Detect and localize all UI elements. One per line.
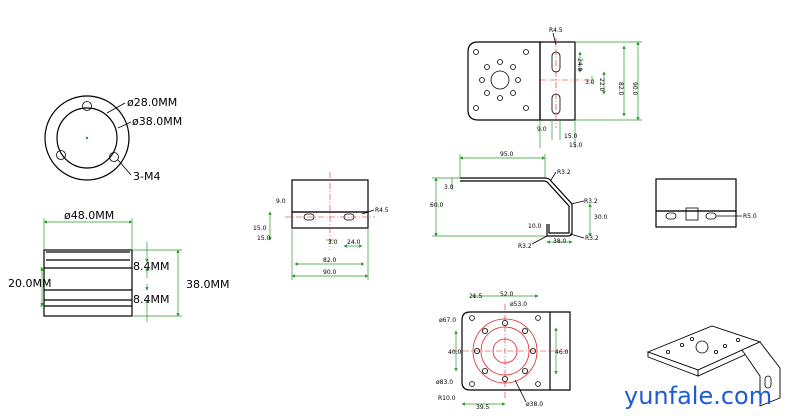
bracket-profile-view: 95.0 60.0 3.0 30.0 38.0 10.0 R3.2 R3.2 R…	[430, 151, 608, 250]
front-w-outer-label: 90.0	[323, 269, 337, 276]
bracket-isometric	[646, 325, 781, 407]
mount-hole-top	[82, 101, 92, 111]
coupling-inner-circle	[56, 107, 118, 169]
coupling-outer-circle	[44, 95, 130, 181]
bracket-end-view: R5.0	[655, 178, 757, 228]
plate-d3-label: ø83.0	[436, 379, 453, 386]
watermark-text: yunfale.com	[624, 382, 772, 410]
profile-r4-label: R3.2	[518, 243, 532, 250]
profile-flange-label: 30.0	[594, 214, 608, 221]
bracket-end-upper	[655, 178, 737, 212]
top-d-label: 82.0	[617, 82, 624, 96]
plate-outline	[461, 311, 571, 391]
plate-view: 52.0 21.5 ø53.0 ø67.0 40.0 46.0 ø83.0 R1…	[436, 291, 571, 411]
profile-bottom-label: 38.0	[553, 238, 567, 245]
bracket-top-plate	[467, 41, 541, 121]
groove-b-label: 8.4MM	[133, 293, 169, 306]
groove-a-label: 8.4MM	[133, 260, 169, 273]
mount-hole-right	[109, 152, 119, 162]
plate-w2-label: 21.5	[469, 293, 483, 300]
bracket-front-view: 90.0 82.0 24.0 3.0 9.0 15.0 15.0 R4.5	[253, 172, 389, 280]
front-slot-w-label: 24.0	[347, 239, 361, 246]
plate-d1-label: ø67.0	[439, 317, 456, 324]
top-radius-label: R4.5	[549, 27, 563, 34]
profile-thk-label: 3.0	[444, 184, 454, 191]
plate-x1-label: 39.5	[476, 404, 490, 411]
bracket-end-lower	[655, 210, 737, 228]
plate-w1-label: 52.0	[500, 291, 514, 298]
front-radius-label: R4.5	[375, 207, 389, 214]
coupling-side-view: ø48.0MM 38.0MM 8.4MM 8.4MM 20.0MM	[8, 209, 229, 322]
total-height-label: 38.0MM	[186, 278, 229, 291]
bracket-profile-outline	[460, 177, 573, 237]
front-w-inner-label: 82.0	[323, 257, 337, 264]
plate-h1-label: 40.0	[448, 349, 462, 356]
front-h3-label: 15.0	[257, 235, 271, 242]
mount-holes-label: 3-M4	[133, 170, 160, 183]
width-label: ø48.0MM	[64, 209, 114, 222]
top-a-label: 24.0	[576, 58, 583, 72]
coupling-body	[43, 249, 133, 317]
mount-hole-left	[56, 150, 66, 160]
profile-r1-label: R3.2	[557, 169, 571, 176]
profile-height-label: 60.0	[430, 202, 444, 209]
end-radius-label: R5.0	[743, 213, 757, 220]
profile-top-len-label: 95.0	[500, 151, 514, 158]
bracket-top-view: 90.0 82.0 24.0 22.0 3.0 9.0 15.0 15.0 R4…	[467, 27, 642, 149]
bracket-top-flange	[539, 41, 576, 121]
plate-d4-label: ø38.0	[526, 401, 543, 408]
top-b-label: 3.0	[585, 79, 595, 86]
profile-lip-label: 10.0	[528, 223, 542, 230]
plate-h2-label: 46.0	[555, 349, 569, 356]
front-h2-label: 15.0	[253, 225, 267, 232]
inner-diameter-label: ø28.0MM	[127, 96, 177, 109]
profile-r3-label: R3.2	[585, 235, 599, 242]
top-c-label: 22.0	[598, 78, 605, 92]
top-h-label: 15.0	[569, 142, 583, 149]
front-slot-gap-label: 3.0	[328, 239, 338, 246]
top-f-label: 9.0	[537, 126, 547, 133]
plate-d2-label: ø53.0	[510, 301, 527, 308]
center-mark	[85, 136, 89, 140]
front-h1-label: 9.0	[276, 198, 286, 205]
plate-r-label: R10.0	[438, 395, 456, 402]
profile-r2-label: R3.2	[584, 198, 598, 205]
coupling-top-view: ø28.0MM ø38.0MM 3-M4	[44, 95, 182, 183]
outer-diameter-label: ø38.0MM	[132, 115, 182, 128]
iso-flange	[741, 341, 781, 407]
center-bore	[490, 70, 510, 90]
top-e-label: 90.0	[631, 82, 638, 96]
top-g-label: 15.0	[564, 133, 578, 140]
mid-height-label: 20.0MM	[8, 277, 51, 290]
